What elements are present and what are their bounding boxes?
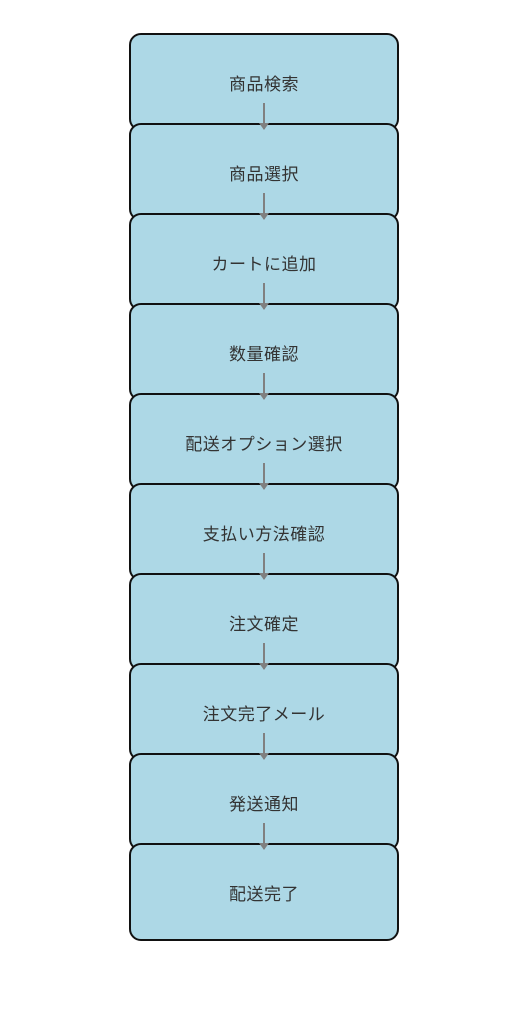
arrow-connector	[259, 103, 269, 130]
arrow-connector	[259, 373, 269, 400]
step-delivery-complete: 配送完了	[129, 843, 399, 941]
step-payment-method-check: 支払い方法確認	[129, 483, 399, 581]
arrow-connector	[259, 463, 269, 490]
arrow-connector	[259, 283, 269, 310]
arrow-connector	[259, 733, 269, 760]
arrow-connector	[259, 823, 269, 850]
arrow-connector	[259, 553, 269, 580]
arrow-connector	[259, 643, 269, 670]
arrow-connector	[259, 193, 269, 220]
step-shipping-option: 配送オプション選択	[129, 393, 399, 491]
